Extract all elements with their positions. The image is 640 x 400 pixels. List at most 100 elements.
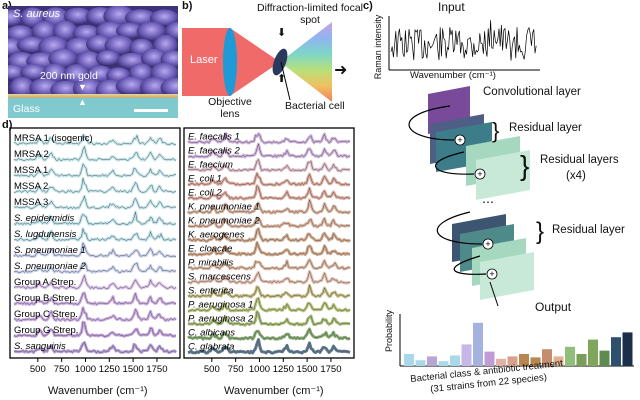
spectrum-line (13, 292, 177, 305)
sem-texture (8, 6, 178, 118)
residual-layers-label: Residual layers (540, 154, 619, 166)
cell-shape (272, 48, 288, 76)
input-title: Input (438, 0, 465, 14)
focal-spot-label: Diffraction-limited focal spot (256, 2, 363, 26)
svg-text:+: + (485, 239, 490, 249)
xlabel-right: Wavenumber (cm⁻¹) (224, 385, 324, 397)
strain-label: S. pneumoniae 2 (14, 261, 87, 272)
strain-label: P. mirabilis (188, 258, 233, 269)
spectrum-line (187, 297, 351, 312)
spectrum-line (13, 195, 177, 209)
output-bar (438, 361, 449, 366)
strain-label: C. glabrata (188, 342, 234, 353)
strain-label: E. cloacae (188, 244, 232, 255)
resnet-diagram: + + + + ⋯ (408, 86, 534, 307)
strain-label: Group C Strep. (14, 309, 78, 320)
spectrum-line (13, 178, 177, 193)
panel-c-label: c) (363, 0, 373, 12)
spectrum-line (187, 158, 351, 172)
strain-label: S. marcescens (188, 272, 251, 283)
tick-label: 750 (228, 364, 244, 375)
output-bar (622, 332, 633, 366)
output-bar (415, 360, 426, 366)
strain-label: Group A Strep. (14, 277, 76, 288)
output-bar (530, 357, 541, 366)
spectrum-line (187, 241, 350, 256)
spectrum-line (187, 198, 351, 214)
laser-label: Laser (190, 54, 218, 66)
residual-count-label: (x4) (566, 170, 586, 182)
output-bar (473, 322, 483, 366)
output-bar (427, 356, 437, 366)
output-label: Output (535, 300, 572, 314)
spectrum-line (187, 132, 351, 144)
output-chart (399, 314, 634, 367)
input-spectrum (388, 16, 540, 71)
output-bar (519, 354, 529, 366)
spectrum-line (13, 134, 177, 145)
spectrum-line (13, 163, 177, 177)
strain-label: P. aeruginosa 2 (188, 314, 254, 325)
strain-label: E. coli 2 (188, 188, 223, 199)
tick-label: 1000 (249, 364, 270, 375)
residual-brace-2: } (520, 150, 530, 181)
output-bar (450, 355, 460, 366)
tick-label: 1500 (297, 364, 318, 375)
strain-label: MSSA 3 (14, 197, 48, 208)
output-bar (553, 356, 564, 366)
strain-label: S. epidermidis (14, 213, 74, 224)
strain-label: S. pneumoniae 1 (14, 245, 86, 256)
tick-label: 500 (30, 364, 46, 375)
output-bar (484, 351, 495, 366)
cell-label: Bacterial cell (285, 100, 345, 112)
residual-brace-1: } (492, 118, 500, 143)
residual-layer-label-1: Residual layer (509, 122, 582, 134)
arrow-right-icon: ➜ (334, 62, 348, 79)
svg-text:+: + (457, 135, 462, 145)
spectrum-line (187, 270, 351, 284)
spectrum-line (13, 274, 177, 289)
output-bar (542, 349, 552, 366)
spectrum-line (187, 328, 351, 340)
strain-label: K. aerogenes (188, 230, 245, 241)
spectrum-line (187, 143, 351, 158)
cell-pointer-line (280, 61, 291, 101)
strain-label: E. faecalis 2 (188, 146, 240, 157)
output-bar (611, 337, 621, 366)
residual-brace-3: } (536, 218, 545, 245)
arrow-down-icon: ⬇ (277, 27, 287, 39)
svg-text:+: + (477, 169, 482, 179)
arrow-up-icon: ⬆ (277, 73, 287, 85)
sem-image: S. aureus 200 nm gold ▼ ▲ Glass (8, 6, 178, 118)
strain-label: Group G Strep. (14, 325, 78, 336)
scatter-cone (280, 22, 332, 102)
input-ylabel: Raman intensity (373, 14, 383, 80)
spectrum-line (187, 285, 351, 298)
prob-label: Probability (384, 309, 394, 353)
strain-label: MRSA 1 (isogenic) (14, 133, 93, 144)
strain-label: K. pneumoniae 1 (188, 202, 260, 213)
lens-label: Objective lens (208, 96, 252, 120)
spectrum-line (13, 342, 177, 353)
panel-b-label: b) (182, 0, 193, 12)
xlabel-left: Wavenumber (cm⁻¹) (48, 385, 148, 397)
tick-label: 1500 (123, 364, 144, 375)
output-bar (599, 350, 610, 366)
spectrum-line (13, 145, 177, 161)
strain-label: E. coli 1 (188, 174, 222, 185)
output-bar (496, 358, 506, 366)
spectrum-line (13, 228, 177, 241)
svg-text:+: + (489, 269, 494, 279)
arrow-down-icon: ▼ (78, 82, 87, 92)
strain-label: S. enterica (188, 286, 233, 297)
output-bar (576, 354, 587, 366)
strain-label: S. lugdunensis (14, 229, 77, 240)
scale-bar (134, 109, 168, 112)
output-bar (404, 354, 414, 366)
strain-label: Group B Strep. (14, 293, 77, 304)
strain-label: P. aeruginosa 1 (188, 300, 253, 311)
strain-label: MSSA 1 (14, 165, 48, 176)
spectrum-line (13, 211, 177, 225)
svg-text:⋯: ⋯ (482, 195, 494, 209)
output-bar (507, 356, 518, 366)
